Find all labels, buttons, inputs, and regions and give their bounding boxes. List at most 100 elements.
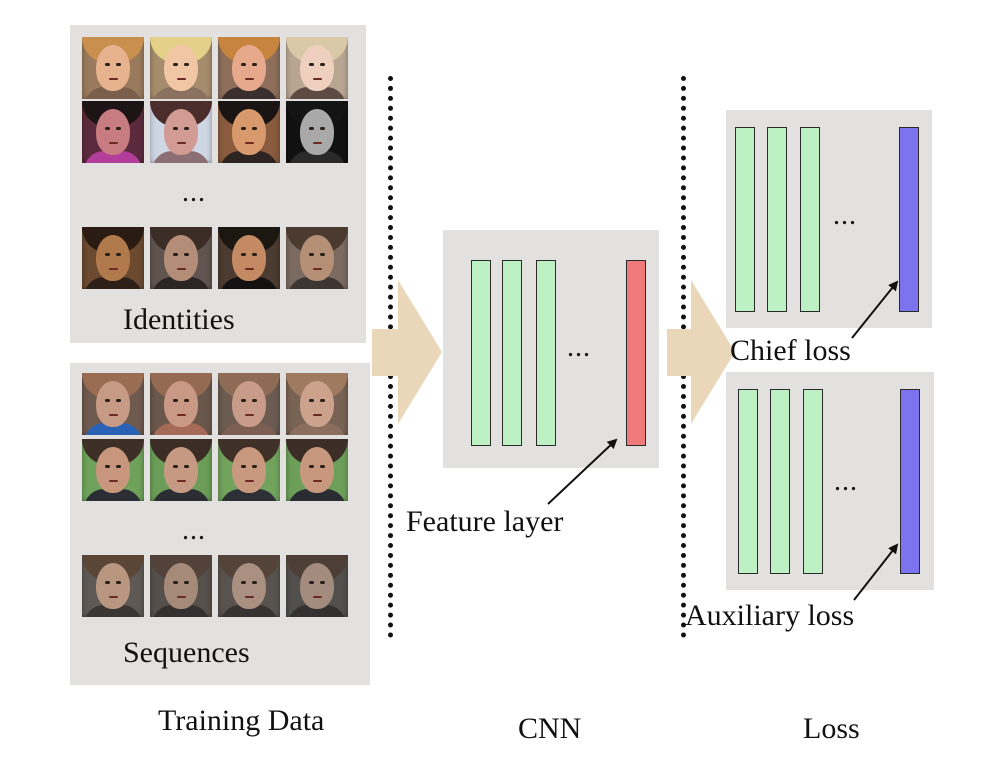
face-mouth	[245, 268, 254, 270]
sequences-label: Sequences	[123, 636, 250, 669]
auxiliary-branch-layer	[803, 389, 823, 574]
sequence-face	[218, 373, 280, 435]
face-shirt	[84, 277, 142, 289]
face-eye	[184, 63, 189, 66]
face-eye	[252, 63, 257, 66]
identity-face	[82, 37, 144, 99]
face-mouth	[109, 78, 118, 80]
face-eye	[241, 581, 246, 584]
sequence-face	[82, 555, 144, 617]
face-eye	[173, 399, 178, 402]
cnn-ellipsis: ...	[567, 332, 591, 363]
face-mouth	[177, 596, 186, 598]
chief-loss-label: Chief loss	[730, 334, 851, 367]
auxiliary-branch-layer	[770, 389, 790, 574]
face-shirt	[288, 87, 346, 99]
cnn-caption: CNN	[518, 712, 582, 745]
face-mouth	[177, 142, 186, 144]
face-shirt	[84, 423, 142, 435]
face-eye	[184, 581, 189, 584]
face-mouth	[245, 480, 254, 482]
sequence-face	[82, 373, 144, 435]
face-eye	[184, 465, 189, 468]
face-skin	[96, 447, 130, 493]
face-shirt	[84, 87, 142, 99]
face-skin	[300, 45, 334, 91]
face-shirt	[84, 151, 142, 163]
auxiliary-branch-layer	[738, 389, 758, 574]
face-eye	[105, 581, 110, 584]
auxiliary-loss-pointer-arrow	[853, 543, 899, 601]
face-eye	[241, 127, 246, 130]
face-skin	[164, 109, 198, 155]
face-mouth	[313, 414, 322, 416]
cnn-panel: ...	[443, 230, 659, 468]
face-eye	[184, 127, 189, 130]
identities-label: Identities	[123, 303, 235, 336]
cnn-conv-layer	[502, 260, 522, 446]
sequence-face	[286, 555, 348, 617]
face-skin	[300, 109, 334, 155]
face-eye	[173, 581, 178, 584]
face-shirt	[152, 489, 210, 501]
sequence-face	[82, 439, 144, 501]
face-mouth	[313, 78, 322, 80]
sequences-panel: ... Sequences	[70, 363, 370, 685]
face-eye	[252, 253, 257, 256]
face-skin	[232, 563, 266, 609]
face-mouth	[109, 268, 118, 270]
face-skin	[96, 381, 130, 427]
chief-branch-layer	[800, 127, 820, 312]
face-eye	[116, 63, 121, 66]
identity-face	[218, 101, 280, 163]
chief-loss-pointer-arrow	[851, 280, 899, 339]
face-skin	[164, 563, 198, 609]
face-eye	[173, 63, 178, 66]
face-mouth	[245, 596, 254, 598]
identity-face	[286, 227, 348, 289]
face-shirt	[84, 605, 142, 617]
chief-branch-layer	[735, 127, 755, 312]
face-mouth	[313, 142, 322, 144]
face-eye	[320, 465, 325, 468]
face-shirt	[152, 423, 210, 435]
face-eye	[309, 399, 314, 402]
flow-arrow-cnn-to-loss	[667, 280, 735, 424]
chief-loss-panel: ...	[726, 110, 932, 328]
face-shirt	[220, 277, 278, 289]
face-eye	[105, 63, 110, 66]
face-eye	[320, 63, 325, 66]
face-eye	[105, 253, 110, 256]
identity-face	[218, 37, 280, 99]
face-eye	[116, 465, 121, 468]
face-mouth	[313, 480, 322, 482]
face-shirt	[152, 277, 210, 289]
face-eye	[252, 465, 257, 468]
face-shirt	[288, 277, 346, 289]
auxiliary-ellipsis: ...	[834, 466, 858, 497]
face-mouth	[109, 596, 118, 598]
face-mouth	[245, 78, 254, 80]
face-mouth	[177, 480, 186, 482]
face-eye	[105, 399, 110, 402]
chief-branch-layer	[767, 127, 787, 312]
sequences-ellipsis: ...	[182, 515, 206, 546]
face-skin	[96, 563, 130, 609]
sequence-face	[150, 555, 212, 617]
cnn-conv-layer	[536, 260, 556, 446]
flow-arrow-data-to-cnn	[372, 280, 442, 424]
face-skin	[232, 447, 266, 493]
sequence-face	[218, 439, 280, 501]
feature-layer-pointer-arrow	[547, 438, 618, 505]
auxiliary-loss-panel: ...	[726, 372, 934, 590]
face-eye	[116, 127, 121, 130]
face-skin	[300, 563, 334, 609]
face-eye	[173, 253, 178, 256]
face-skin	[300, 447, 334, 493]
face-skin	[300, 235, 334, 281]
face-skin	[96, 235, 130, 281]
face-shirt	[288, 489, 346, 501]
face-eye	[309, 63, 314, 66]
face-skin	[300, 381, 334, 427]
chief-ellipsis: ...	[833, 200, 857, 231]
